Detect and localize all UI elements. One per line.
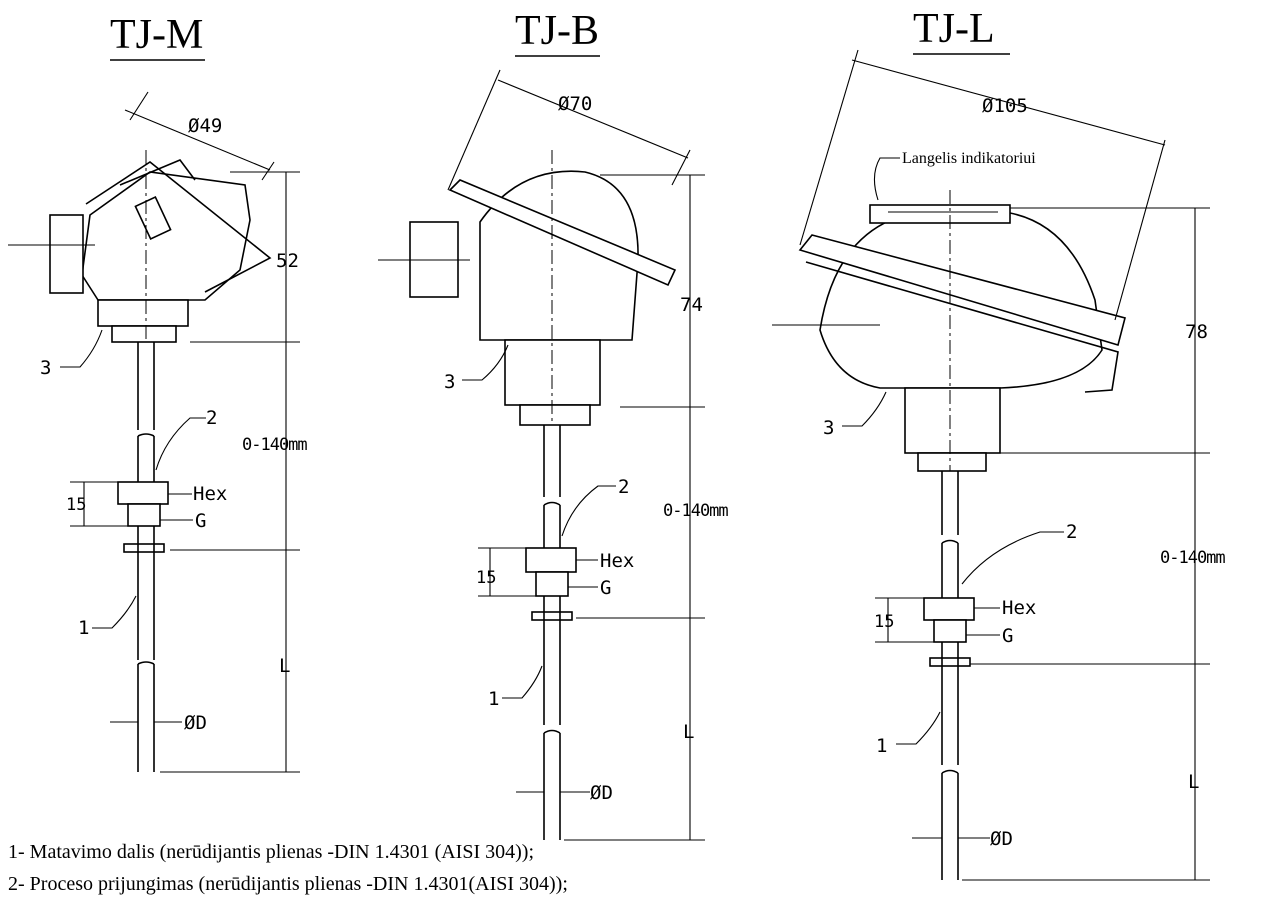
neck-tj-m: [97, 299, 189, 327]
washer-tj-b: [531, 611, 573, 621]
leader-2: [561, 485, 616, 537]
hex-nut-tj-b: [525, 547, 577, 573]
label-g-tj-b: G: [600, 577, 611, 599]
indicator-window-tj-l: [869, 204, 1011, 224]
leader-1: [896, 711, 941, 745]
break-mark: [941, 769, 959, 774]
thread-tj-l: [933, 619, 967, 643]
model-tj-l: TJ-L Ø105 Langelis indikatoriui 7: [772, 6, 1226, 881]
callout-1-tj-l: 1: [876, 735, 887, 757]
label-g-tj-m: G: [195, 510, 206, 532]
lid-tj-b: [448, 179, 677, 287]
break-mark: [137, 661, 155, 665]
leader-2: [155, 417, 206, 471]
label-hex-tj-m: Hex: [193, 483, 227, 505]
dim-thread-tj-l: 15: [874, 612, 894, 632]
cable-gland-tj-m: [49, 214, 84, 294]
label-hex-tj-l: Hex: [1002, 597, 1036, 619]
neck-lower-tj-m: [111, 325, 177, 343]
leader-2: [961, 531, 1064, 585]
callout-1-tj-m: 1: [78, 617, 89, 639]
callout-3-tj-m: 3: [40, 357, 51, 379]
callout-2-tj-b: 2: [618, 476, 629, 498]
break-mark: [543, 729, 561, 734]
dim-range-tj-b: 0-140mm: [663, 501, 728, 521]
break-mark: [137, 433, 155, 437]
thread-tj-b: [535, 571, 569, 597]
label-od-tj-b: ØD: [590, 782, 613, 804]
dim-head-tj-b: 74: [680, 294, 703, 316]
dim-length-tj-b: L: [683, 721, 694, 743]
ext-line: [671, 149, 691, 186]
callout-1-tj-b: 1: [488, 688, 499, 710]
label-g-tj-l: G: [1002, 625, 1013, 647]
washer-tj-l: [929, 657, 971, 667]
dim-thread-tj-b: 15: [476, 568, 496, 588]
label-window-tj-l: Langelis indikatoriui: [902, 150, 1036, 167]
ext-line: [799, 49, 859, 246]
dim-line-diameter: [497, 79, 689, 159]
thread-tj-m: [127, 503, 161, 527]
ext-line: [129, 91, 149, 121]
dim-diameter-tj-m: Ø49: [188, 115, 222, 137]
dim-line-diameter: [851, 59, 1166, 146]
leader-1: [92, 595, 137, 629]
dim-length-tj-l: L: [1188, 771, 1199, 793]
lid-edge: [119, 159, 196, 186]
break-mark: [543, 501, 561, 506]
lid-tj-m: [85, 161, 272, 293]
legend-item-2: 2- Proceso prijungimas (nerūdijantis pli…: [8, 873, 568, 895]
neck-tj-l: [904, 387, 1001, 454]
dim-length-tj-m: L: [279, 655, 290, 677]
title-tj-m: TJ-M: [110, 12, 203, 58]
lid-tj-l: [798, 234, 1126, 347]
leader-3: [60, 329, 103, 368]
legend-item-1: 1- Matavimo dalis (nerūdijantis plienas …: [8, 841, 535, 863]
dim-head-tj-l: 78: [1185, 321, 1208, 343]
callout-3-tj-b: 3: [444, 371, 455, 393]
title-tj-b: TJ-B: [515, 8, 599, 54]
leader-1: [502, 665, 543, 699]
dim-line-diameter: [124, 109, 271, 171]
callout-2-tj-m: 2: [206, 407, 217, 429]
dim-head-tj-m: 52: [276, 250, 299, 272]
hex-nut-tj-m: [117, 481, 169, 505]
ext-line: [1114, 139, 1166, 321]
leader-window: [873, 157, 900, 201]
dim-diameter-tj-l: Ø105: [982, 95, 1028, 117]
break-mark: [941, 539, 959, 544]
label-od-tj-l: ØD: [990, 828, 1013, 850]
washer-tj-m: [123, 543, 165, 553]
dim-diameter-tj-b: Ø70: [558, 93, 592, 115]
hex-nut-tj-l: [923, 597, 975, 621]
callout-2-tj-l: 2: [1066, 521, 1077, 543]
neck-lower-tj-l: [917, 452, 987, 472]
lid-lower-edge: [805, 261, 1119, 393]
label-hex-tj-b: Hex: [600, 550, 634, 572]
leader-3: [842, 391, 887, 427]
model-tj-b: TJ-B Ø70 74 0-140mm L: [378, 8, 729, 841]
ext-line: [261, 161, 275, 181]
model-tj-m: TJ-M Ø49 52 0: [8, 12, 308, 773]
head-body-tj-m: [81, 171, 251, 301]
ext-line: [447, 69, 501, 191]
dim-range-tj-l: 0-140mm: [1160, 548, 1225, 568]
title-tj-l: TJ-L: [913, 6, 995, 52]
label-od-tj-m: ØD: [184, 712, 207, 734]
dim-range-tj-m: 0-140mm: [242, 435, 307, 455]
callout-3-tj-l: 3: [823, 417, 834, 439]
neck-lower-tj-b: [519, 404, 591, 426]
lid-screw: [134, 195, 172, 241]
legend: 1- Matavimo dalis (nerūdijantis plienas …: [8, 836, 568, 900]
dim-thread-tj-m: 15: [66, 495, 86, 515]
leader-3: [462, 344, 509, 381]
